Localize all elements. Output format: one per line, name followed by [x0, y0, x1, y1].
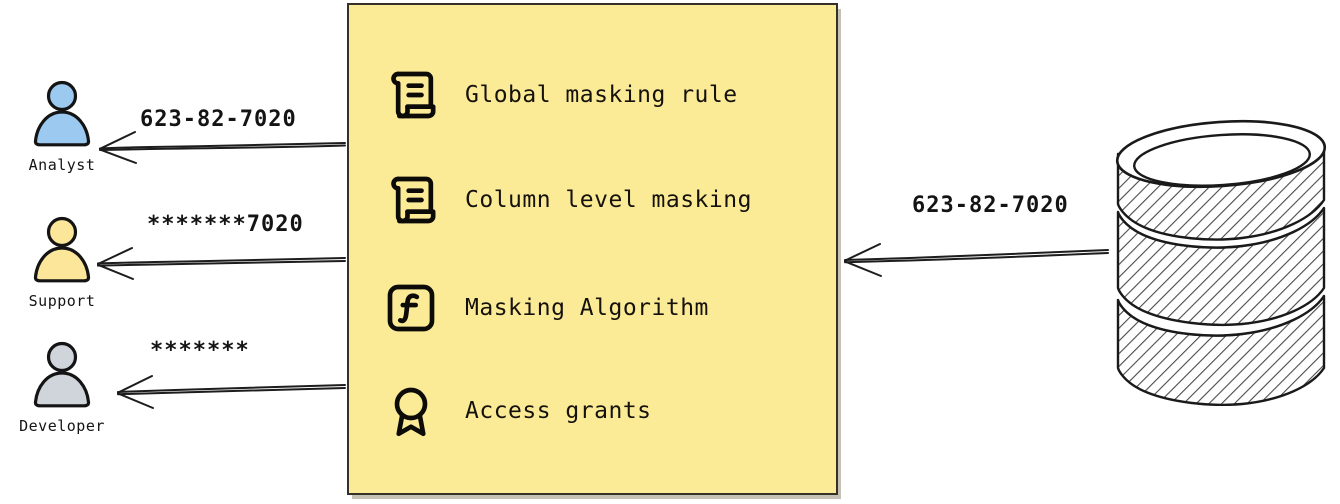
flow-label-from-database: 623-82-7020 [912, 193, 1069, 218]
award-icon [394, 387, 428, 437]
flow-label-to-analyst: 623-82-7020 [140, 107, 297, 132]
scroll-icon [391, 71, 436, 119]
arrow-to-support [97, 247, 346, 280]
masking-panel: Global masking rule Column level masking… [347, 3, 838, 495]
panel-row[interactable]: Access grants [383, 383, 652, 439]
panel-row-label: Masking Algorithm [465, 295, 709, 321]
actor-label: Support [28, 292, 96, 310]
panel-row[interactable]: Global masking rule [383, 67, 738, 123]
scroll-icon [391, 176, 436, 224]
actor-developer[interactable]: Developer [2, 339, 122, 435]
panel-row[interactable]: Column level masking [383, 172, 752, 228]
function-icon [387, 284, 435, 332]
actor-analyst[interactable]: Analyst [2, 78, 122, 174]
panel-row-label: Global masking rule [465, 82, 738, 108]
actor-label: Developer [19, 417, 105, 435]
database-cylinder-icon [1115, 119, 1327, 406]
panel-row-label: Column level masking [465, 187, 752, 213]
flow-label-to-developer: ******* [150, 338, 250, 363]
person-icon [33, 80, 91, 147]
arrow-from-database [844, 243, 1109, 277]
panel-row-label: Access grants [465, 398, 652, 424]
arrow-to-analyst [99, 131, 346, 164]
person-icon [33, 216, 91, 283]
panel-row[interactable]: Masking Algorithm [383, 280, 709, 336]
arrow-to-developer [117, 375, 346, 409]
actor-support[interactable]: Support [2, 214, 122, 310]
flow-label-to-support: *******7020 [147, 212, 304, 237]
actor-label: Analyst [28, 156, 96, 174]
person-icon [33, 341, 91, 408]
